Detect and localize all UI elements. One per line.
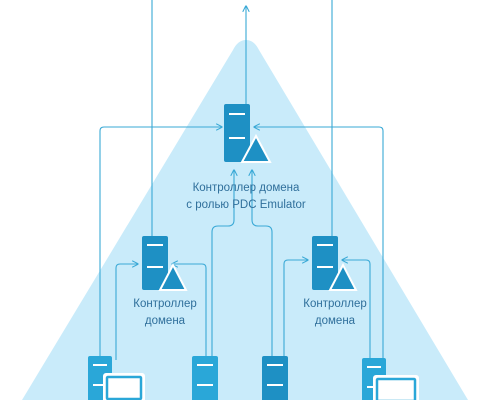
server-tower-3-icon — [262, 356, 288, 405]
link-client4-dcright — [342, 260, 371, 360]
pdc-server-icon — [224, 104, 272, 163]
pdc-label: Контроллер домена с ролью PDC Emulator — [166, 180, 326, 214]
dc-left-server-icon — [142, 236, 188, 291]
link-client1-pdc — [99, 127, 222, 360]
link-server3-pdc — [252, 170, 273, 356]
server-tower-2-icon — [192, 356, 218, 405]
dc-right-label-line2: домена — [314, 315, 356, 327]
link-client4-pdc — [254, 127, 384, 360]
link-server3-dcright — [283, 260, 308, 356]
dc-left-label-line2: домена — [144, 315, 186, 327]
link-server2-dcleft — [172, 264, 207, 356]
dc-left-label-line1: Контроллер — [133, 298, 197, 310]
dc-right-label-line1: Контроллер — [303, 298, 367, 310]
hierarchy-triangle — [22, 40, 468, 400]
workstation-right-icon — [362, 358, 419, 405]
pdc-label-line2: с ролью PDC Emulator — [186, 199, 306, 211]
dc-left-label: Контроллер домена — [115, 296, 215, 330]
dc-right-server-icon — [312, 236, 358, 291]
link-server2-pdc — [211, 170, 234, 356]
connection-lines — [99, 0, 384, 360]
pdc-label-line1: Контроллер домена — [192, 182, 300, 194]
link-client1-dcleft — [115, 264, 138, 360]
dc-right-label: Контроллер домена — [285, 296, 385, 330]
